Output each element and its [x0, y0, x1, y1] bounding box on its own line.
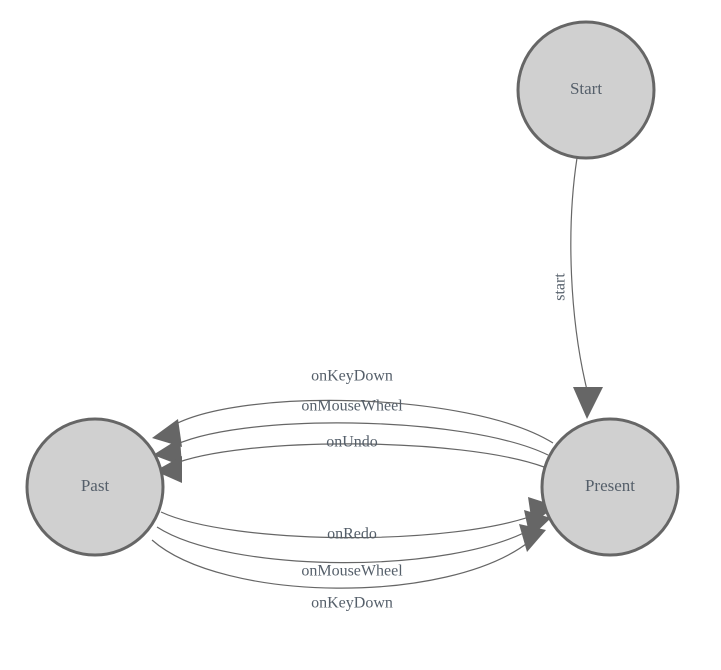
arrowhead-past-present-onkeydown: [519, 524, 546, 552]
node-past-label: Past: [81, 476, 110, 495]
edge-label-onmousewheel-bottom: onMouseWheel: [301, 563, 403, 580]
edge-label-onkeydown-bottom: onKeyDown: [311, 595, 393, 612]
edge-path-present-past-onkeydown: [166, 399, 554, 444]
edge-start-to-present: start: [552, 157, 603, 419]
node-present[interactable]: Present: [540, 417, 680, 557]
arrowhead-present-past-onkeydown: [152, 419, 182, 447]
arrowhead-present-past-onmousewheel: [153, 438, 182, 466]
edge-path-start-present: [570, 157, 588, 391]
edge-present-to-past-onundo: onUndo: [155, 434, 545, 483]
edge-label-onredo: onRedo: [327, 526, 377, 543]
node-past-circle[interactable]: [25, 417, 165, 557]
node-start[interactable]: Start: [516, 20, 656, 160]
edge-path-past-present-onmousewheel: [156, 526, 536, 564]
node-past[interactable]: Past: [25, 417, 165, 557]
edge-label-onmousewheel-top: onMouseWheel: [301, 398, 403, 415]
edge-path-present-past-onmousewheel: [168, 422, 549, 456]
edge-present-to-past-onmousewheel: onMouseWheel: [153, 398, 549, 466]
edge-path-present-past-onundo: [170, 443, 545, 468]
edge-label-start: start: [552, 273, 569, 301]
edge-present-to-past-onkeydown: onKeyDown: [152, 368, 554, 447]
edge-label-onundo: onUndo: [326, 434, 378, 451]
arrowhead-start-present: [573, 387, 603, 419]
edge-label-onkeydown-top: onKeyDown: [311, 368, 393, 385]
node-present-label: Present: [585, 476, 635, 495]
edge-path-past-present-onkeydown: [151, 539, 531, 589]
edge-path-past-present-onredo: [160, 511, 541, 539]
edge-past-to-present-onredo: onRedo: [160, 497, 556, 543]
node-present-circle[interactable]: [540, 417, 680, 557]
edge-past-to-present-onkeydown: onKeyDown: [151, 524, 546, 612]
node-start-circle[interactable]: [516, 20, 656, 160]
edge-past-to-present-onmousewheel: onMouseWheel: [156, 510, 551, 580]
node-start-label: Start: [570, 79, 602, 98]
arrowhead-present-past-onundo: [155, 456, 182, 483]
